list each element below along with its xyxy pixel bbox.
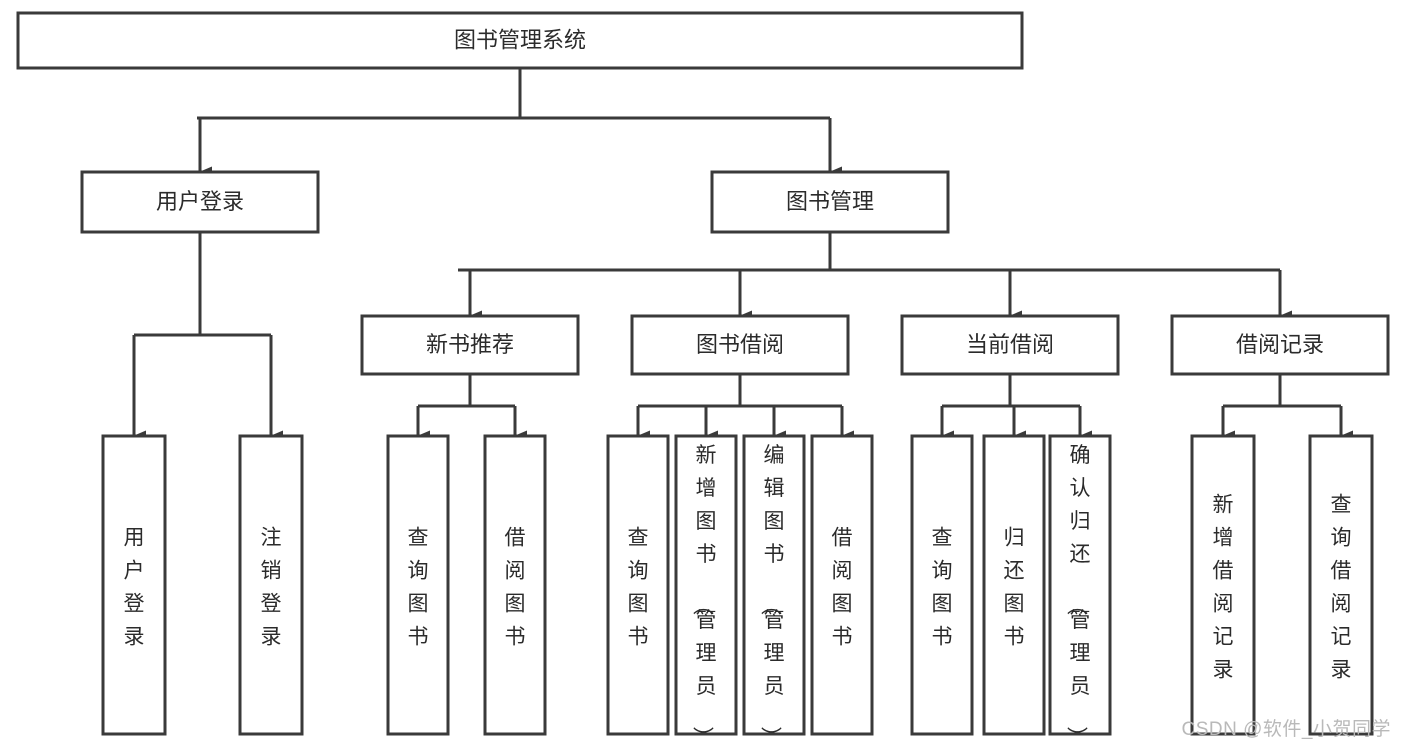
connector-bus-bookmgmt (458, 232, 1280, 272)
node-box-leaf-newbook-query[interactable] (386, 434, 450, 736)
node-box-leaf-borrow-query[interactable] (606, 434, 670, 736)
node-leaf-user-login[interactable]: 用户登录 (101, 434, 167, 736)
node-label-leaf-borrow-add: 新增图书（管理员） (691, 444, 717, 747)
node-newbook[interactable]: 新书推荐 (360, 314, 580, 376)
node-leaf-current-return[interactable]: 归还图书 (982, 434, 1046, 736)
node-label-leaf-user-logout: 注销登录 (261, 527, 282, 649)
node-box-leaf-current-confirm[interactable] (1048, 434, 1112, 736)
node-layer: 图书管理系统用户登录图书管理新书推荐图书借阅当前借阅借阅记录用户登录注销登录查询… (16, 11, 1390, 747)
connector-bus-root (197, 68, 830, 120)
node-label-root: 图书管理系统 (454, 27, 586, 52)
node-label-leaf-borrow-query: 查询图书 (628, 527, 649, 649)
node-box-leaf-user-logout[interactable] (238, 434, 304, 736)
node-leaf-borrow-lend[interactable]: 借阅图书 (810, 434, 874, 736)
connector-bus-records (1223, 374, 1341, 408)
node-box-leaf-borrow-lend[interactable] (810, 434, 874, 736)
connector-bus-login (134, 232, 271, 337)
node-label-leaf-records-add: 新增借阅记录 (1213, 494, 1234, 682)
connector-layer (132, 68, 1353, 442)
node-leaf-borrow-add[interactable]: 新增图书（管理员） (674, 434, 738, 747)
node-box-login[interactable] (80, 170, 320, 234)
connector-bus-borrow (638, 374, 842, 408)
node-box-leaf-records-query[interactable] (1308, 434, 1374, 736)
node-box-leaf-current-query[interactable] (910, 434, 974, 736)
node-leaf-borrow-query[interactable]: 查询图书 (606, 434, 670, 736)
node-leaf-records-query[interactable]: 查询借阅记录 (1308, 434, 1374, 736)
node-records[interactable]: 借阅记录 (1170, 314, 1390, 376)
node-label-current: 当前借阅 (966, 332, 1054, 357)
node-box-root[interactable] (16, 11, 1024, 70)
node-box-leaf-records-add[interactable] (1190, 434, 1256, 736)
node-borrow[interactable]: 图书借阅 (630, 314, 850, 376)
node-label-login: 用户登录 (156, 189, 244, 214)
node-leaf-records-add[interactable]: 新增借阅记录 (1190, 434, 1256, 736)
node-box-leaf-newbook-borrow[interactable] (483, 434, 547, 736)
node-label-newbook: 新书推荐 (426, 332, 514, 357)
node-label-leaf-user-login: 用户登录 (124, 527, 145, 649)
node-leaf-current-confirm[interactable]: 确认归还（管理员） (1048, 434, 1112, 747)
node-root[interactable]: 图书管理系统 (16, 11, 1024, 70)
connector-bus-current (942, 374, 1080, 408)
node-label-leaf-borrow-lend: 借阅图书 (832, 527, 853, 649)
node-label-leaf-current-confirm: 确认归还（管理员） (1065, 444, 1091, 747)
node-label-borrow: 图书借阅 (696, 332, 784, 357)
node-label-leaf-borrow-edit: 编辑图书（管理员） (759, 444, 785, 747)
node-label-leaf-records-query: 查询借阅记录 (1331, 494, 1352, 682)
node-label-leaf-newbook-query: 查询图书 (408, 527, 429, 649)
node-box-newbook[interactable] (360, 314, 580, 376)
node-leaf-newbook-query[interactable]: 查询图书 (386, 434, 450, 736)
node-box-leaf-current-return[interactable] (982, 434, 1046, 736)
node-box-borrow[interactable] (630, 314, 850, 376)
node-box-leaf-borrow-add[interactable] (674, 434, 738, 736)
node-leaf-newbook-borrow[interactable]: 借阅图书 (483, 434, 547, 736)
node-label-leaf-newbook-borrow: 借阅图书 (505, 527, 526, 649)
node-label-records: 借阅记录 (1236, 332, 1324, 357)
node-label-leaf-current-return: 归还图书 (1004, 527, 1025, 649)
node-current[interactable]: 当前借阅 (900, 314, 1120, 376)
node-box-leaf-borrow-edit[interactable] (742, 434, 806, 736)
node-label-leaf-current-query: 查询图书 (932, 527, 953, 649)
node-login[interactable]: 用户登录 (80, 170, 320, 234)
node-box-current[interactable] (900, 314, 1120, 376)
node-label-bookmgmt: 图书管理 (786, 189, 874, 214)
node-bookmgmt[interactable]: 图书管理 (710, 170, 950, 234)
node-leaf-borrow-edit[interactable]: 编辑图书（管理员） (742, 434, 806, 747)
node-box-bookmgmt[interactable] (710, 170, 950, 234)
node-box-leaf-user-login[interactable] (101, 434, 167, 736)
node-leaf-user-logout[interactable]: 注销登录 (238, 434, 304, 736)
connector-bus-newbook (418, 374, 515, 408)
node-leaf-current-query[interactable]: 查询图书 (910, 434, 974, 736)
node-box-records[interactable] (1170, 314, 1390, 376)
